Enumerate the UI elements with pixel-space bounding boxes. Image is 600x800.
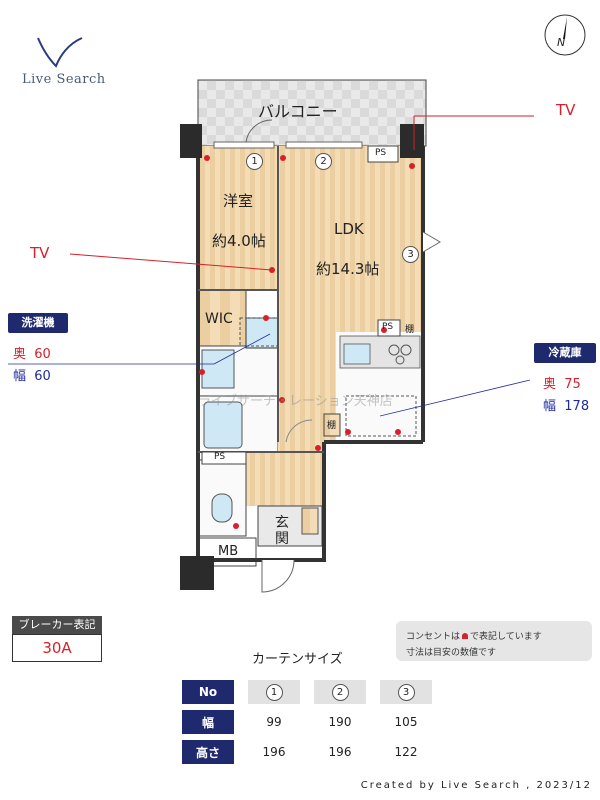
breaker-title: ブレーカー表記 (12, 616, 102, 634)
logo-mark-icon (37, 37, 83, 68)
outlet-marker (345, 429, 351, 435)
stove-burner-icon (388, 344, 400, 356)
window-frame (285, 141, 363, 149)
washer-width: 幅 60 (13, 369, 51, 384)
notes-box: コンセントはで表記しています 寸法は目安の数値です (396, 621, 592, 661)
curtain-no-1: 1 (248, 680, 300, 704)
notes-line-1: コンセントはで表記しています (406, 632, 542, 642)
watermark-text: ライブサーチ・レーション天神店 (198, 394, 393, 409)
pillar (400, 124, 424, 158)
wic-label: WIC (205, 311, 233, 327)
washer-space (239, 317, 279, 347)
pillar (180, 124, 202, 158)
tv-label-left: TV (30, 244, 50, 262)
outlet-marker (315, 445, 321, 451)
entrance-label-1: 玄 (275, 515, 289, 531)
credit-text: Created by Live Search , 2023/12 (360, 780, 592, 791)
outlet-marker (395, 429, 401, 435)
curtain-no-2: 2 (314, 680, 366, 704)
window-marker-3: 3 (402, 242, 419, 263)
outlet-marker (263, 315, 269, 321)
fridge-width: 幅 178 (543, 399, 590, 414)
ps-label: PS (375, 148, 387, 158)
curtain-row-width: 幅 99 190 105 (182, 710, 432, 734)
curtain-height-2: 196 (328, 745, 352, 759)
door-swing (285, 419, 313, 443)
hallway-area (246, 452, 324, 506)
outlet-legend-icon (462, 633, 469, 639)
logo-text: Live Search (22, 72, 106, 87)
outlet-marker (280, 155, 286, 161)
window-frame (213, 141, 275, 149)
door-swing (422, 231, 441, 253)
fridge-tag: 冷蔵庫 (534, 343, 596, 363)
outlet-marker (199, 369, 205, 375)
window-marker-2: 2 (315, 149, 332, 170)
ldk-area (278, 146, 423, 332)
notes-line-2: 寸法は目安の数値です (406, 648, 497, 658)
ps-label: PS (214, 452, 226, 462)
ldk-size: 約14.3帖 (316, 260, 380, 278)
outlet-marker (233, 523, 239, 529)
curtain-width-3: 105 (394, 715, 418, 729)
curtain-row-no: No 1 2 3 (182, 680, 432, 704)
shoe-box (301, 507, 319, 535)
curtain-width-2: 190 (328, 715, 352, 729)
curtain-height-3: 122 (394, 745, 418, 759)
western-room-label: 洋室 (223, 192, 254, 210)
compass-icon (544, 14, 586, 56)
balcony-label: バルコニー (258, 102, 338, 121)
outlet-marker (279, 397, 285, 403)
shelf-label: 棚 (327, 421, 337, 431)
curtain-width-1: 99 (266, 715, 282, 729)
ldk-label: LDK (334, 220, 364, 238)
curtain-no-3: 3 (380, 680, 432, 704)
curtain-header-height: 高さ (182, 740, 234, 764)
outlet-marker (381, 327, 387, 333)
sink-icon (343, 343, 371, 365)
pillar (180, 556, 214, 590)
outlet-marker (409, 163, 415, 169)
curtain-title: カーテンサイズ (252, 652, 343, 667)
fridge-space (345, 395, 417, 437)
outlet-marker (269, 267, 275, 273)
outlet-marker (204, 155, 210, 161)
toilet-icon (211, 493, 233, 523)
washer-pan (245, 317, 279, 349)
entrance-label-2: 関 (275, 531, 289, 547)
bathtub-icon (203, 401, 243, 449)
door-swing (261, 559, 295, 593)
door-swing (245, 119, 273, 143)
western-room-area (198, 146, 278, 290)
curtain-height-1: 196 (262, 745, 286, 759)
stove-burner-icon (395, 355, 405, 365)
stove-burner-icon (400, 344, 412, 356)
window-marker-1: 1 (246, 149, 263, 170)
shelf-label: 棚 (405, 325, 415, 335)
washer-depth: 奥 60 (13, 347, 51, 362)
curtain-header-width: 幅 (182, 710, 234, 734)
curtain-row-height: 高さ 196 196 122 (182, 740, 432, 764)
tv-label-right: TV (556, 101, 576, 119)
washer-tag: 洗濯機 (8, 313, 68, 333)
mb-label: MB (218, 544, 239, 559)
ps-label: PS (382, 322, 394, 332)
curtain-header-no: No (182, 680, 234, 704)
western-room-size: 約4.0帖 (212, 232, 266, 250)
compass-north-label: N (557, 36, 566, 49)
breaker-value: 30A (12, 634, 102, 662)
fridge-depth: 奥 75 (543, 377, 581, 392)
curtain-table: No 1 2 3 幅 99 190 105 高さ 196 196 122 (182, 680, 432, 764)
